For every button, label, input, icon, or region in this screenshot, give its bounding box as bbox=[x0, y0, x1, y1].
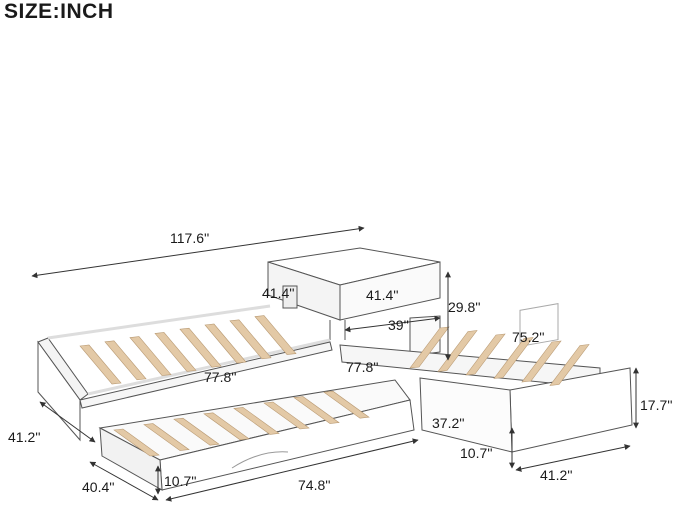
left-bed-width-label: 41.2'' bbox=[8, 429, 41, 445]
slat bbox=[233, 407, 280, 435]
overall-length-label: 117.6'' bbox=[170, 230, 209, 246]
dimension-lines bbox=[31, 225, 639, 502]
bed-height-label: 17.7'' bbox=[640, 397, 673, 413]
slat bbox=[521, 340, 562, 383]
slat bbox=[293, 396, 340, 424]
left-bed-slats bbox=[79, 315, 297, 385]
slat bbox=[179, 327, 222, 368]
left-bed-length-label: 77.8'' bbox=[204, 369, 237, 385]
slat bbox=[493, 337, 534, 379]
slat bbox=[113, 428, 160, 457]
inner-bed-length-label: 77.8'' bbox=[346, 359, 379, 375]
trundle bbox=[98, 379, 415, 491]
left-bed bbox=[37, 304, 333, 442]
nightstand-depth-label: 41.4'' bbox=[366, 287, 399, 303]
slat bbox=[129, 336, 172, 376]
trundle-width-label: 40.4'' bbox=[82, 479, 115, 495]
slat bbox=[254, 315, 297, 355]
slat bbox=[323, 390, 370, 419]
upper-bed-width-label: 39'' bbox=[388, 317, 409, 333]
slat bbox=[79, 344, 122, 385]
slat bbox=[104, 340, 147, 381]
nightstand-width-label: 41.4'' bbox=[262, 285, 295, 301]
right-bed-length-label: 75.2'' bbox=[512, 329, 545, 345]
right-bed-slats bbox=[409, 326, 590, 386]
trundle-height-label: 10.7'' bbox=[164, 473, 197, 489]
slat bbox=[204, 323, 247, 364]
nightstand-height-label: 29.8'' bbox=[448, 299, 481, 315]
right-bed-width-label: 41.2'' bbox=[540, 467, 573, 483]
size-unit-title: SIZE:INCH bbox=[4, 0, 114, 23]
drawer-height-label: 10.7'' bbox=[460, 445, 493, 461]
drawer-depth-label: 37.2'' bbox=[432, 415, 465, 431]
slat bbox=[263, 401, 310, 430]
trundle-length-label: 74.8'' bbox=[298, 477, 331, 493]
slat bbox=[465, 333, 506, 376]
slat bbox=[229, 319, 272, 360]
slat bbox=[154, 332, 197, 372]
slat bbox=[549, 344, 590, 386]
